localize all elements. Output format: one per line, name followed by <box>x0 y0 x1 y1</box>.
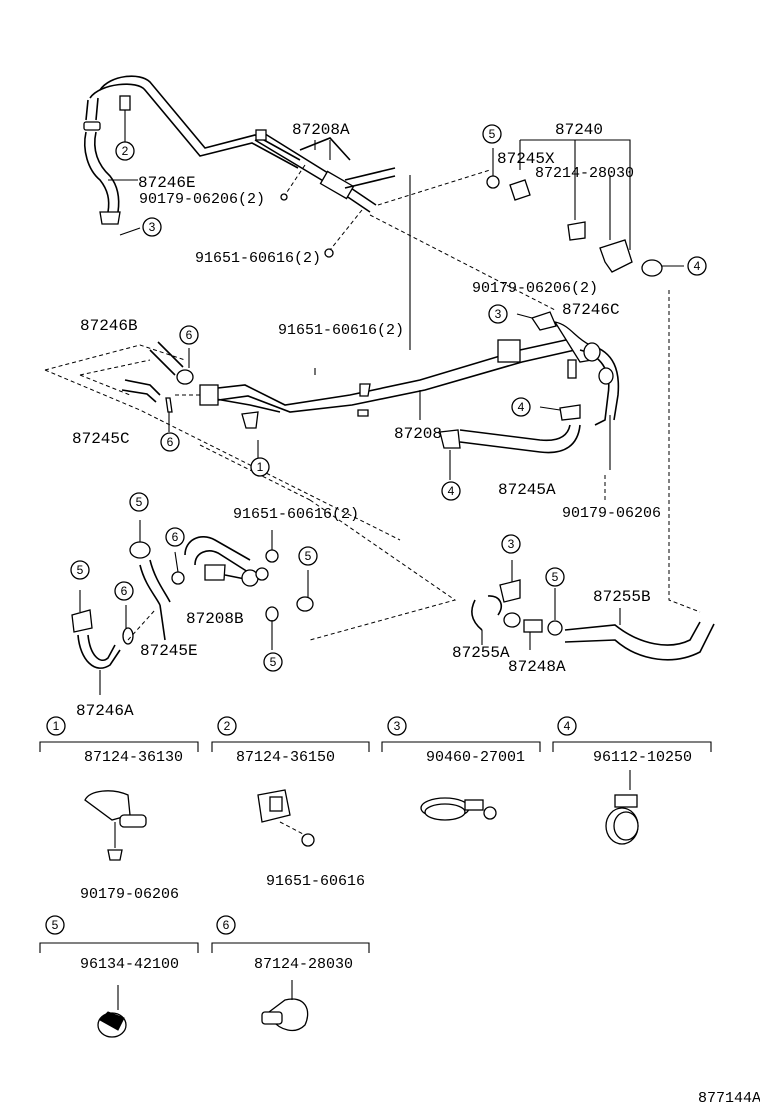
callout-4-mid: 4 <box>518 400 525 414</box>
label-91651-60616-2-mid: 91651-60616(2) <box>278 322 404 339</box>
label-91651-60616-2-low: 91651-60616(2) <box>233 506 359 523</box>
hose-87246e <box>83 75 301 225</box>
callout-5-low-mid: 5 <box>305 549 312 563</box>
part-labels: 87208A 87240 87245X 87214-28030 87246E 9… <box>72 121 661 720</box>
label-90179-06206-2-right: 90179-06206(2) <box>472 280 598 297</box>
svg-text:1: 1 <box>53 719 60 733</box>
svg-text:5: 5 <box>52 918 59 932</box>
leader-dashes <box>369 214 701 613</box>
callout-6-low: 6 <box>172 530 179 544</box>
label-87246c: 87246C <box>562 301 620 319</box>
label-87255a: 87255A <box>452 644 510 662</box>
svg-text:3: 3 <box>394 719 401 733</box>
callout-4-low: 4 <box>448 484 455 498</box>
label-87245a: 87245A <box>498 481 556 499</box>
label-87208: 87208 <box>394 425 442 443</box>
label-91651-60616-2-top: 91651-60616(2) <box>195 250 321 267</box>
label-90179-06206-right: 90179-06206 <box>562 505 661 522</box>
callout-6-left-low: 6 <box>121 584 128 598</box>
label-87246e: 87246E <box>138 174 196 192</box>
legend-1: 1 87124-36130 90179-06206 <box>39 716 199 903</box>
hose-87255 <box>471 560 715 661</box>
label-87255b: 87255B <box>593 588 651 606</box>
callout-5-left: 5 <box>77 563 84 577</box>
legend-4: 4 96112-10250 <box>552 716 712 845</box>
legend-6: 6 87124-28030 <box>211 915 370 1032</box>
label-87214-28030: 87214-28030 <box>535 165 634 182</box>
hose-87245a <box>419 390 581 480</box>
callout-5-bottom: 5 <box>270 655 277 669</box>
svg-text:4: 4 <box>564 719 571 733</box>
callout-6-left: 6 <box>167 435 174 449</box>
legend-3-part: 90460-27001 <box>426 749 525 766</box>
callout-5-low: 5 <box>136 495 143 509</box>
label-87208a: 87208A <box>292 121 350 139</box>
svg-text:2: 2 <box>224 719 231 733</box>
legend-2: 2 87124-36150 91651-60616 <box>211 716 370 890</box>
legend-5-part: 96134-42100 <box>80 956 179 973</box>
callout-6-mid: 6 <box>186 328 193 342</box>
callout-4-top: 4 <box>694 259 701 273</box>
legend-4-part: 96112-10250 <box>593 749 692 766</box>
label-87208b: 87208B <box>186 610 244 628</box>
legend-2-part: 87124-36150 <box>236 749 335 766</box>
hose-87245e <box>129 520 185 641</box>
label-87246a: 87246A <box>76 702 134 720</box>
callout-1-mid: 1 <box>257 460 264 474</box>
legend-3: 3 90460-27001 <box>381 716 541 821</box>
label-leaders <box>119 140 611 470</box>
pipe-87208a <box>254 129 396 258</box>
svg-text:6: 6 <box>223 918 230 932</box>
label-87245e: 87245E <box>140 642 198 660</box>
label-90179-06206-2-top: 90179-06206(2) <box>139 191 265 208</box>
label-87240: 87240 <box>555 121 603 139</box>
hose-87246a <box>71 590 156 695</box>
callout-2-top: 2 <box>122 144 129 158</box>
callout-3-mid: 3 <box>495 307 502 321</box>
legend-2-sub: 91651-60616 <box>266 873 365 890</box>
pipe-87208b <box>184 530 314 650</box>
callout-3-low: 3 <box>508 537 515 551</box>
label-87246b: 87246B <box>80 317 138 335</box>
legend-5: 5 96134-42100 <box>39 915 199 1038</box>
legend-1-sub: 90179-06206 <box>80 886 179 903</box>
hose-87246b <box>44 341 457 641</box>
label-87245c: 87245C <box>72 430 130 448</box>
legend-1-part: 87124-36130 <box>84 749 183 766</box>
figure-id: 877144A <box>698 1090 760 1107</box>
label-87245x: 87245X <box>497 150 555 168</box>
callout-5-right: 5 <box>552 570 559 584</box>
group-87240 <box>377 139 684 277</box>
legend-6-part: 87124-28030 <box>254 956 353 973</box>
label-87248a: 87248A <box>508 658 566 676</box>
callout-5-top: 5 <box>489 127 496 141</box>
callout-circles: 2 3 5 4 3 6 4 6 1 4 5 6 3 5 5 5 6 5 <box>70 124 707 672</box>
pipe-87208 <box>199 311 620 460</box>
callout-3-top: 3 <box>149 220 156 234</box>
